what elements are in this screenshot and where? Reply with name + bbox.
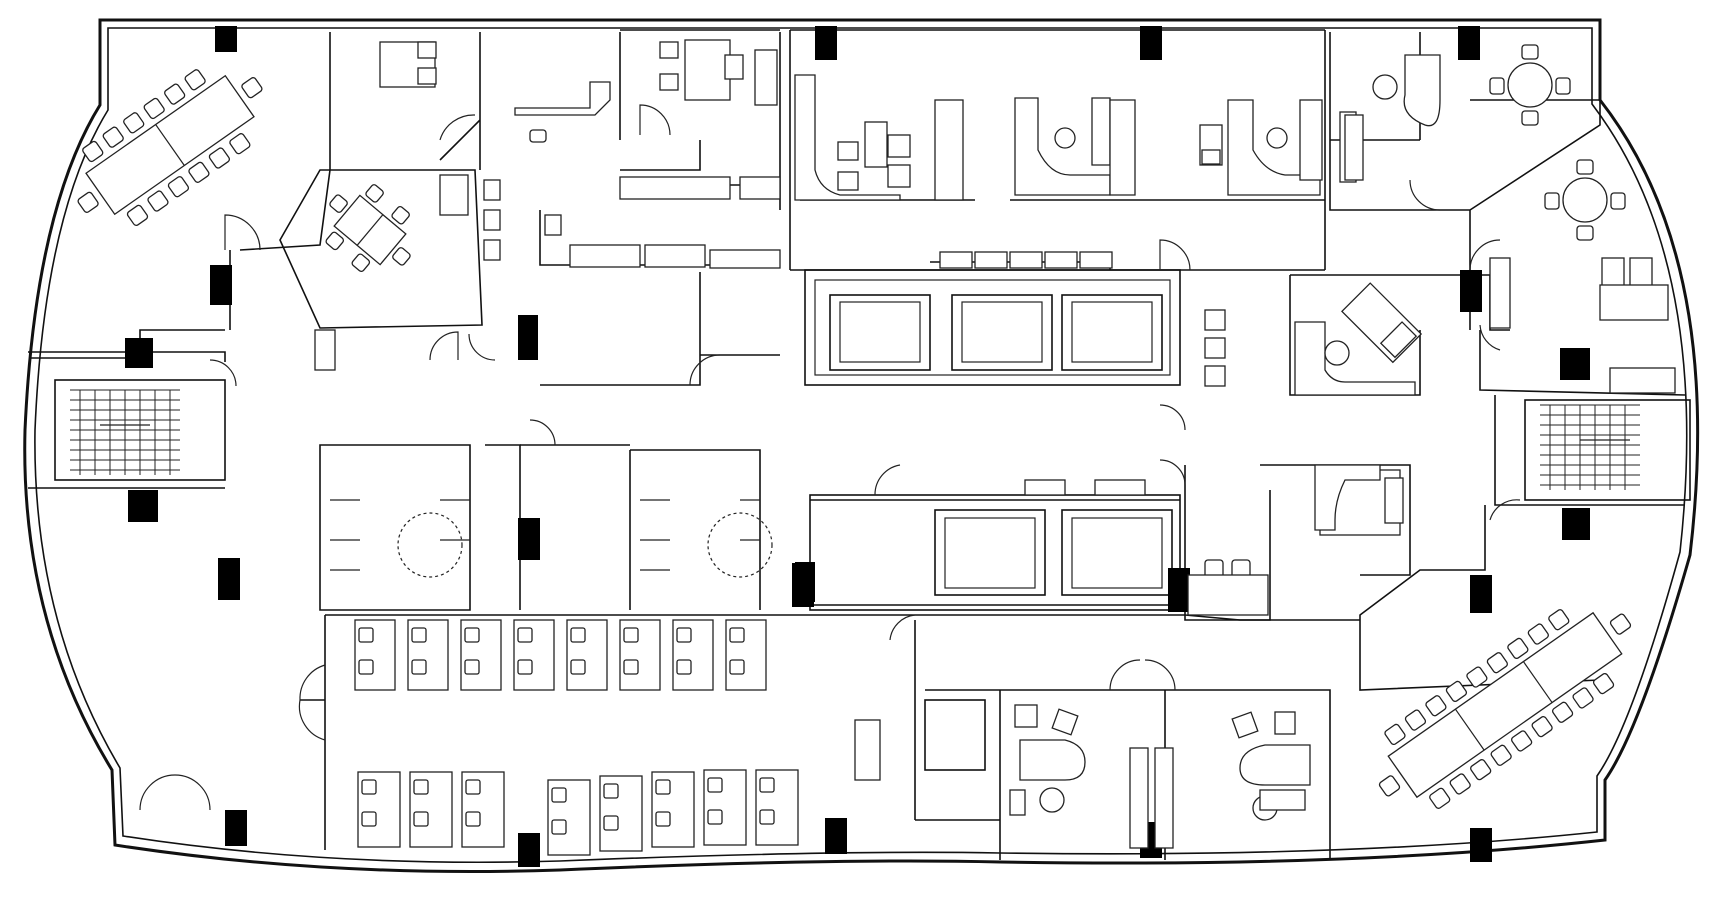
column (218, 558, 240, 600)
column (795, 562, 815, 602)
office-furniture-bottom (1009, 704, 1311, 849)
structural-columns (125, 26, 1590, 867)
round-table-office (1372, 54, 1441, 127)
column (518, 518, 540, 560)
column (210, 265, 232, 305)
round-table-right (1544, 159, 1626, 241)
column (518, 315, 538, 360)
column (1168, 568, 1190, 612)
column (1470, 575, 1492, 613)
conference-table-top-left (77, 69, 263, 226)
column (815, 26, 837, 60)
conference-table-bottom-right (1378, 609, 1632, 809)
column (1562, 508, 1590, 540)
door-swings (139, 104, 1521, 811)
column (125, 338, 153, 368)
column (1140, 26, 1162, 60)
office-furniture-right (1187, 114, 1676, 616)
meeting-table-six (325, 184, 411, 273)
column (518, 833, 540, 867)
open-plan-desks-upper (354, 619, 767, 691)
office-furniture-top (314, 39, 781, 371)
workstations-top-row (794, 74, 1357, 201)
column (225, 810, 247, 846)
column (215, 26, 237, 52)
round-table-top-right (1489, 44, 1571, 126)
stairwell-left (70, 389, 180, 475)
building-shell (23, 18, 1700, 874)
column (128, 490, 158, 522)
column (1460, 270, 1482, 312)
stairwell-right (1540, 404, 1640, 490)
column (1560, 348, 1590, 380)
column (1458, 26, 1480, 60)
column (825, 818, 847, 854)
open-plan-desks-lower (357, 719, 881, 856)
lobby-seating (939, 251, 1226, 496)
column (1470, 828, 1492, 862)
